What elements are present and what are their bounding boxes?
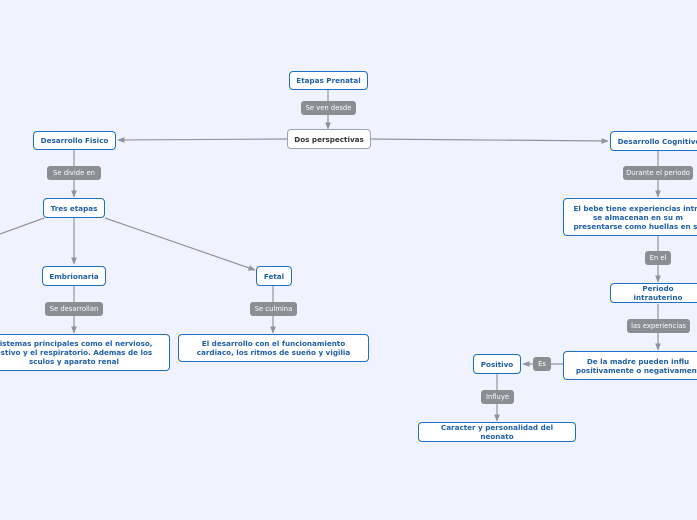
label-es: Es [533, 357, 551, 371]
node-fetal[interactable]: Fetal [256, 266, 292, 286]
node-desarrollo-fisico[interactable]: Desarrollo Fisico [33, 131, 116, 150]
node-embrionaria[interactable]: Embrionaria [42, 266, 106, 286]
node-desarrollo-cognitivo[interactable]: Desarrollo Cognitivo [610, 131, 697, 151]
label-durante-el-periodo: Durante el periodo [623, 166, 693, 180]
node-madre-influye[interactable]: De la madre pueden influ positivamente o… [563, 351, 697, 380]
node-bebe-experiencias[interactable]: El bebe tiene experiencias intra se alma… [563, 198, 697, 236]
node-caracter-personalidad[interactable]: Caracter y personalidad del neonato [418, 422, 576, 442]
connector-tres-to-fetal [104, 217, 256, 271]
label-influye: Influye [481, 390, 514, 404]
node-dos-perspectivas[interactable]: Dos perspectivas [287, 129, 371, 149]
connector-tres-to-left [0, 217, 45, 235]
connector-perspectivas-to-cognitivo [369, 138, 609, 144]
label-se-ven-desde: Se ven desde [301, 101, 356, 115]
node-funcionamiento-cardiaco[interactable]: El desarrollo con el funcionamiento card… [178, 334, 369, 362]
connector-perspectivas-to-fisico [117, 137, 289, 143]
label-se-divide-en: Se divide en [47, 166, 101, 180]
label-en-el: En el [645, 251, 671, 265]
node-tres-etapas[interactable]: Tres etapas [43, 198, 105, 218]
node-periodo-intrauterino[interactable]: Periodo intrauterino [610, 283, 697, 303]
label-se-desarrollan: Se desarrollan [45, 302, 103, 316]
node-etapas-prenatal[interactable]: Etapas Prenatal [289, 71, 368, 90]
node-sistemas-principales[interactable]: sistemas principales como el nervioso, e… [0, 334, 170, 371]
label-las-experiencias: las experiencias [627, 319, 690, 333]
node-positivo[interactable]: Positivo [473, 354, 521, 374]
label-se-culmina: Se culmina [250, 302, 297, 316]
